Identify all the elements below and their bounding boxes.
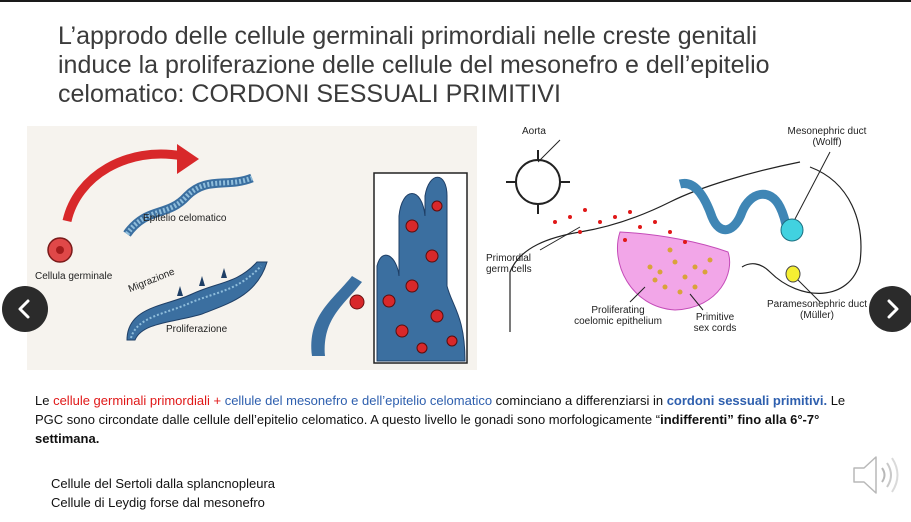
label-aorta: Aorta <box>522 126 546 137</box>
note-sertoli: Cellule del Sertoli dalla splancnopleura <box>51 476 276 491</box>
label-primordial-germ-cells: Primordial germ cells <box>486 253 532 275</box>
note-leydig: Cellule di Leydig forse dal mesonefro <box>51 495 265 510</box>
label-primordial-line1: Primordial <box>486 253 532 264</box>
para-text-1: Le <box>35 393 54 408</box>
label-epitelio-celomatico: Epitelio celomatico <box>143 213 227 224</box>
body-paragraph: Le cellule germinali primordiali + cellu… <box>35 391 855 448</box>
label-mesonephric-duct: Mesonephric duct (Wolff) <box>772 126 882 148</box>
next-slide-button[interactable] <box>869 286 911 332</box>
label-primordial-line2: germ cells <box>486 264 532 275</box>
label-mesonephric-duct-line1: Mesonephric duct <box>787 126 867 137</box>
speaker-icon <box>853 456 899 494</box>
label-proliferazione: Proliferazione <box>166 324 228 335</box>
label-primitive-sex-cords: Primitive sex cords <box>684 312 746 334</box>
para-pgc-phrase: cellule germinali primordiali + <box>53 393 225 408</box>
label-paramesonephric-line1: Paramesonephric duct <box>766 299 868 310</box>
label-cellula-germinale: Cellula germinale <box>35 271 113 282</box>
para-indifferenti-phrase: indifferenti” fino alla 6°-7° settimana. <box>35 412 820 446</box>
right-figure-drawing <box>506 139 862 332</box>
left-figure-drawing <box>47 144 468 364</box>
chevron-right-icon <box>887 299 899 319</box>
title-line-1: L’approdo delle cellule germinali primor… <box>58 22 757 50</box>
left-figure-illustration: Migrazione <box>27 126 477 370</box>
label-primitive-line1: Primitive <box>695 312 735 323</box>
label-proliferating-line1: Proliferating <box>591 305 645 316</box>
title-line-2: induce la proliferazione delle cellule d… <box>58 51 770 79</box>
audio-button[interactable] <box>850 452 906 498</box>
para-text-2: cominciano a differenziarsi in <box>492 393 667 408</box>
right-figure-diagram <box>480 122 880 340</box>
label-paramesonephric-line2: (Müller) <box>800 310 834 321</box>
para-text-3: Le PGC sono circondate dalle cellule del… <box>35 393 846 427</box>
top-border <box>0 0 911 2</box>
label-paramesonephric-duct: Paramesonephric duct (Müller) <box>762 299 872 321</box>
label-proliferating-coelomic-epithelium: Proliferating coelomic epithelium <box>568 305 668 327</box>
chevron-left-icon <box>18 299 30 319</box>
slide-title: L’approdo delle cellule germinali primor… <box>58 22 858 109</box>
para-cordoni-phrase: cordoni sessuali primitivi. <box>666 393 828 408</box>
previous-slide-button[interactable] <box>2 286 48 332</box>
label-proliferating-line2: coelomic epithelium <box>574 316 662 327</box>
label-primitive-line2: sex cords <box>693 323 737 334</box>
title-line-3: celomatico: CORDONI SESSUALI PRIMITIVI <box>58 80 561 108</box>
para-mesonefro-phrase: cellule del mesonefro e dell’epitelio ce… <box>224 393 493 408</box>
label-mesonephric-duct-line2: (Wolff) <box>812 137 842 148</box>
